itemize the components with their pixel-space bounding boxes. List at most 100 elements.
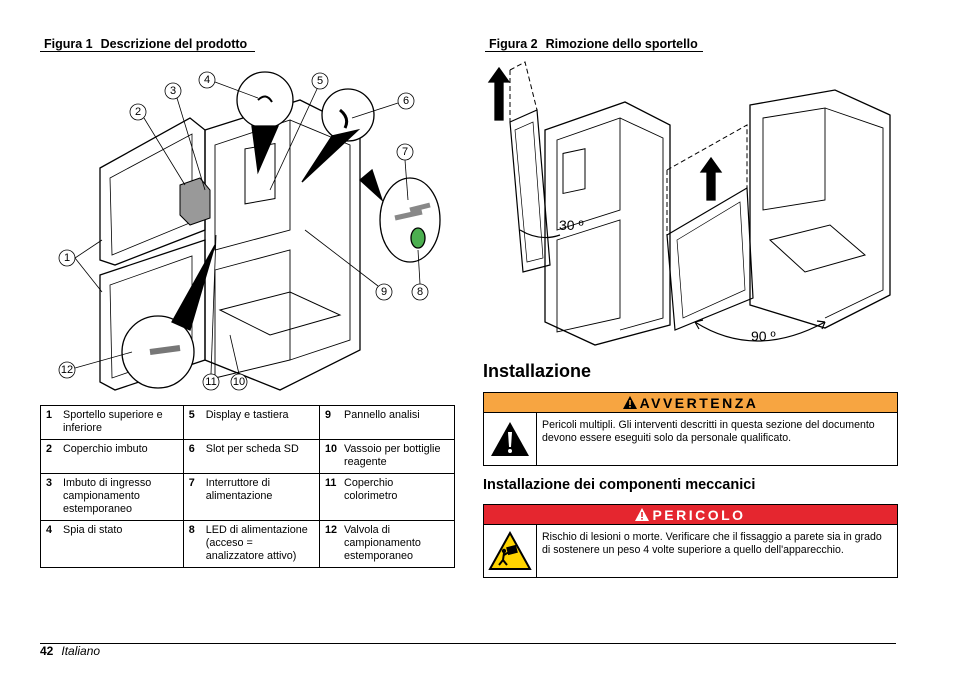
angle-label-30: 30 º — [559, 217, 584, 233]
figure-1-caption: Figura 1 Descrizione del prodotto — [44, 37, 247, 51]
danger-box: PERICOLO Rischio di lesioni o morte. Ver… — [483, 504, 898, 578]
callout-4 — [198, 71, 259, 99]
figure-2-title: Rimozione dello sportello — [545, 37, 698, 51]
table-row: 4 Spia di stato 8 LED di alimentazione (… — [40, 520, 456, 568]
callout-9 — [304, 229, 393, 301]
legend-num: 3 — [40, 473, 58, 521]
legend-text: Coperchio colorimetro — [339, 473, 456, 521]
callout-label-4: 4 — [204, 74, 210, 86]
legend-text: Slot per scheda SD — [200, 439, 320, 474]
zoom-power-switch — [379, 177, 441, 263]
callout-label-1: 1 — [64, 252, 70, 264]
legend-num: 10 — [319, 439, 340, 474]
figure-1-label: Figura 1 — [44, 37, 93, 51]
legend-num: 4 — [40, 520, 58, 568]
callout-label-10: 10 — [233, 376, 245, 388]
funnel-cover — [179, 177, 211, 226]
zoom-status-light — [236, 71, 294, 129]
table-row: 1 Sportello superiore e inferiore 5 Disp… — [40, 405, 456, 440]
legend-text: LED di alimentazione (acceso = analizzat… — [200, 520, 320, 568]
callout-5 — [269, 72, 329, 191]
callout-label-9: 9 — [381, 286, 387, 298]
callout-label-12: 12 — [61, 364, 73, 376]
callout-2 — [129, 103, 186, 186]
power-led — [410, 227, 426, 249]
legend-num: 1 — [40, 405, 58, 440]
analyzer-right-body — [749, 89, 891, 329]
legend-num: 12 — [319, 520, 340, 568]
warning-triangle-icon — [622, 396, 637, 409]
lift-arrow-right — [699, 156, 723, 201]
callout-12 — [58, 351, 133, 379]
callout-3 — [164, 82, 206, 191]
danger-icon-cell — [484, 525, 537, 577]
bottle-tray — [218, 291, 342, 336]
danger-header: PERICOLO — [484, 505, 897, 524]
heavy-object-hazard-icon — [488, 530, 532, 570]
zoom-sd-slot — [321, 88, 375, 142]
legend-num: 8 — [182, 520, 201, 568]
danger-text: Rischio di lesioni o morte. Verificare c… — [542, 531, 882, 556]
legend-text: Valvola di campionamento estemporaneo — [339, 520, 456, 568]
warning-box: AVVERTENZA Pericoli multipli. Gli interv… — [483, 392, 898, 466]
callout-label-3: 3 — [170, 85, 176, 97]
page-footer: 42 Italiano — [40, 644, 100, 658]
legend-text: Pannello analisi — [339, 405, 456, 440]
door-open — [666, 186, 754, 331]
legend-text: Sportello superiore e inferiore — [58, 405, 184, 440]
table-row: 2 Coperchio imbuto 6 Slot per scheda SD … — [40, 439, 456, 474]
callout-label-6: 6 — [403, 95, 409, 107]
figure-1-rule — [40, 51, 255, 52]
legend-text: Display e tastiera — [200, 405, 320, 440]
figure-1-title: Descrizione del prodotto — [100, 37, 248, 51]
figure-1-legend-table: 1 Sportello superiore e inferiore 5 Disp… — [40, 405, 456, 568]
footer-rule — [40, 643, 896, 644]
analyzer-left-body — [544, 101, 671, 346]
door-tilted — [509, 109, 551, 273]
callout-7 — [396, 143, 414, 201]
angle-arc-30 — [519, 229, 561, 239]
legend-text: Vassoio per bottiglie reagente — [339, 439, 456, 474]
warning-header-text: AVVERTENZA — [639, 394, 759, 411]
angle-arc-90 — [694, 321, 826, 342]
callout-label-2: 2 — [135, 106, 141, 118]
callout-label-7: 7 — [402, 146, 408, 158]
danger-header-text: PERICOLO — [652, 506, 746, 523]
legend-num: 6 — [182, 439, 201, 474]
figure-2-rule — [485, 51, 703, 52]
figure-2-illustration: 30 º 90 º — [487, 61, 891, 346]
legend-num: 9 — [319, 405, 340, 440]
legend-num: 7 — [182, 473, 201, 521]
warning-text: Pericoli multipli. Gli interventi descri… — [542, 419, 875, 444]
legend-text: Interruttore di alimentazione — [200, 473, 320, 521]
legend-text: Imbuto di ingresso campionamento estempo… — [58, 473, 184, 521]
callout-10 — [229, 334, 248, 391]
warning-header: AVVERTENZA — [484, 393, 897, 412]
callout-11 — [202, 234, 220, 391]
callout-1 — [58, 239, 103, 293]
legend-text: Coperchio imbuto — [58, 439, 184, 474]
callout-6 — [351, 92, 415, 119]
figure-2-label: Figura 2 — [489, 37, 538, 51]
exclamation-triangle-icon — [491, 422, 529, 456]
danger-triangle-icon — [635, 508, 650, 521]
legend-num: 11 — [319, 473, 340, 521]
subsection-title: Installazione dei componenti meccanici — [483, 477, 756, 493]
page-number: 42 — [40, 644, 54, 658]
legend-text: Spia di stato — [58, 520, 184, 568]
angle-label-90: 90 º — [751, 328, 776, 344]
callout-label-11: 11 — [205, 376, 216, 388]
table-row: 3 Imbuto di ingresso campionamento estem… — [40, 473, 456, 521]
lift-arrow-left — [487, 66, 511, 121]
warning-icon-cell — [484, 413, 537, 465]
legend-num: 5 — [182, 405, 201, 440]
callout-label-8: 8 — [417, 286, 423, 298]
figure-1-illustration: 1 2 3 4 5 6 7 8 9 10 11 12 — [58, 71, 441, 391]
section-title: Installazione — [483, 361, 592, 381]
legend-num: 2 — [40, 439, 58, 474]
footer-language: Italiano — [61, 644, 101, 658]
figure-2-caption: Figura 2 Rimozione dello sportello — [489, 37, 698, 51]
callout-8 — [411, 249, 429, 301]
callout-label-5: 5 — [317, 75, 323, 87]
cabinet-body — [204, 99, 361, 391]
